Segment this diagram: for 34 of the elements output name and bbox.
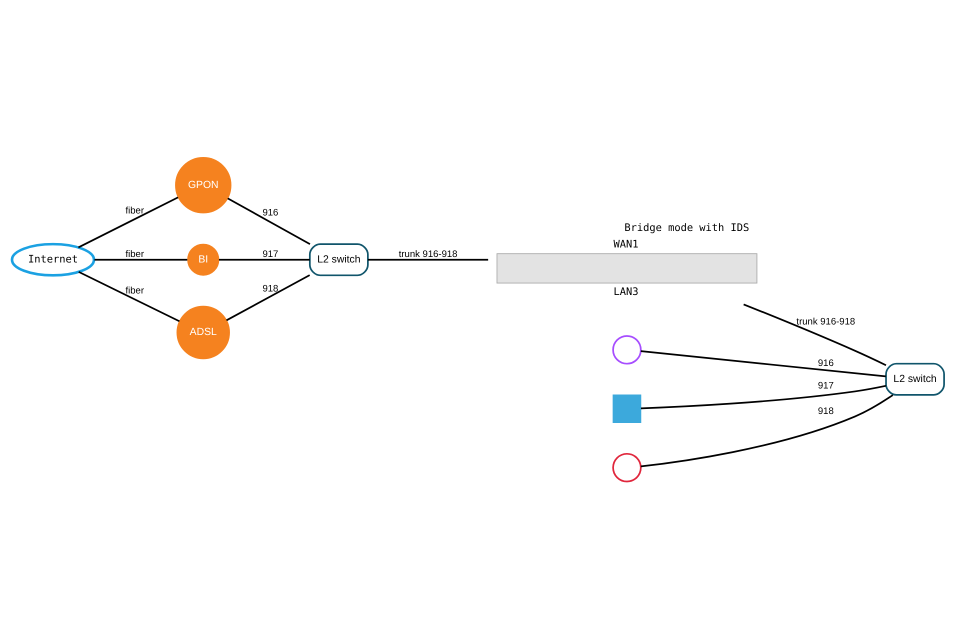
edge-label: trunk 916-918 <box>796 316 856 328</box>
edge-label: fiber <box>126 285 144 296</box>
node-label: LAN3 <box>614 286 639 298</box>
node-circle: GPON <box>175 157 232 214</box>
connector <box>94 258 188 261</box>
connector <box>743 304 886 366</box>
edge-label: fiber <box>126 206 144 217</box>
node-circle: ADSL <box>176 306 230 360</box>
edge-label: 916 <box>818 358 834 370</box>
connector <box>78 196 178 248</box>
edge-label: 917 <box>262 248 278 260</box>
connector <box>226 274 310 322</box>
connector <box>640 394 894 468</box>
node-label: WAN1 <box>614 238 639 250</box>
connector <box>640 350 886 378</box>
connector <box>640 384 886 410</box>
connector <box>218 258 310 261</box>
node-box: L2 switch <box>308 243 369 276</box>
node-circle <box>612 335 642 365</box>
node-circle <box>612 452 642 482</box>
edge-label: 917 <box>818 380 834 392</box>
node-box <box>612 394 642 424</box>
edge-label: trunk 916-918 <box>398 248 458 260</box>
node-ellipse: Internet <box>10 242 96 277</box>
connector <box>227 198 310 245</box>
node-circle: BI <box>187 244 220 276</box>
connector <box>368 258 488 261</box>
node-box: L2 switch <box>885 362 945 396</box>
edge-label: 916 <box>262 207 278 218</box>
edge-label: 918 <box>818 406 834 417</box>
connector <box>78 271 180 322</box>
edge-label: fiber <box>126 248 144 260</box>
node-label: Bridge mode with IDS <box>624 222 750 234</box>
edge-label: 918 <box>262 284 278 295</box>
